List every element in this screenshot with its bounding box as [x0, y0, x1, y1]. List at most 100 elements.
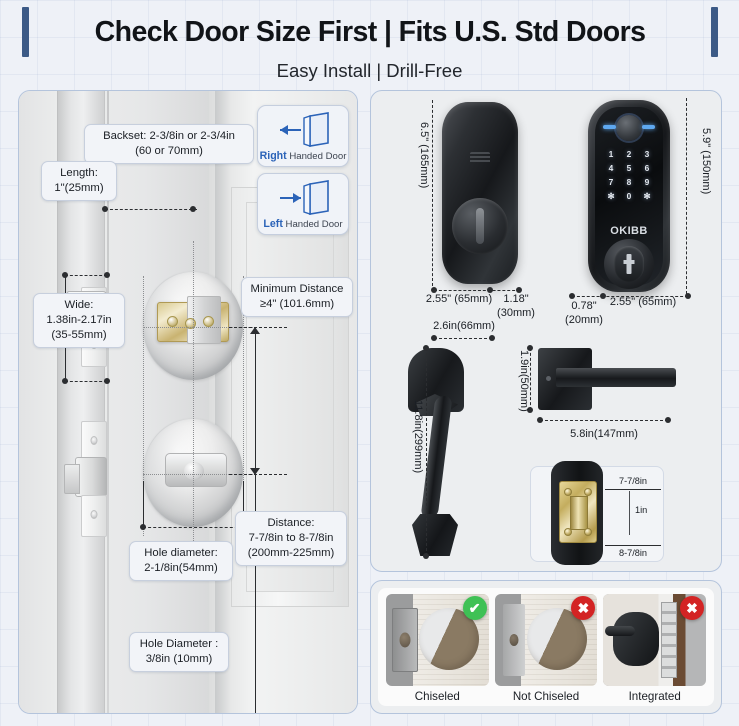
knob-cylinder — [165, 453, 227, 487]
left-arrow-icon — [258, 112, 348, 148]
keypad-key-8[interactable]: 8 — [626, 177, 632, 187]
callout-small-hole-diameter: Hole Diameter : 3/8in (10mm) — [129, 632, 229, 672]
bore-hole-icon — [509, 634, 519, 646]
dimension-dot — [190, 206, 196, 212]
dimension-dot — [431, 287, 437, 293]
fingerprint-icon[interactable] — [616, 115, 642, 141]
dimension-dot — [489, 335, 495, 341]
rear-height-label: 6.5" (165mm) — [418, 122, 430, 189]
dimension-dot — [104, 272, 110, 278]
comparison-item-chiseled[interactable]: ✔ Chiseled — [386, 594, 489, 703]
keypad[interactable]: 1 2 3 4 5 6 7 8 9 ✻ 0 ✻ — [603, 149, 655, 201]
bore-guide-right — [243, 276, 244, 536]
upper-bore-center-h — [143, 327, 253, 328]
keypad-key-7[interactable]: 7 — [608, 177, 614, 187]
latch-bolt — [64, 457, 107, 497]
backset-dimension-line — [105, 209, 197, 210]
handle-bottom-escutcheon — [412, 514, 458, 556]
min-dist-arrow-bottom — [250, 468, 260, 475]
strike-screw — [564, 528, 572, 536]
mortise-pocket — [392, 608, 418, 672]
strike-screw — [90, 436, 98, 445]
dimension-dot — [487, 287, 493, 293]
bore-dia-ext-right — [243, 481, 244, 527]
left-handed-door-badge[interactable]: Left Handed Door — [257, 173, 349, 235]
strike-screw — [90, 510, 98, 519]
multipoint-lock-strip — [660, 602, 677, 678]
not-chiseled-image: ✖ — [494, 594, 598, 686]
dimension-dot — [423, 345, 429, 351]
check-icon: ✔ — [462, 596, 487, 620]
key-cylinder-housing — [604, 239, 654, 289]
door-prep-comparison-panel: ✔ Chiseled ✖ Not Chiseled ✖ Integra — [370, 580, 722, 714]
callout-distance: Distance: 7-7/8in to 8-7/8in (200mm-225m… — [235, 511, 347, 566]
casing-shadow — [215, 91, 231, 713]
keypad-key-2[interactable]: 2 — [626, 149, 632, 159]
thumb-turn — [452, 198, 508, 254]
min-dist-arrow-top — [250, 327, 260, 334]
latch-screw-hole — [203, 316, 214, 327]
rear-width-main-label: 2.55" (65mm) — [425, 293, 493, 305]
page-title: Check Door Size First | Fits U.S. Std Do… — [94, 15, 646, 48]
dimension-dot — [527, 407, 533, 413]
right-arrow-icon — [258, 180, 348, 216]
lever-handle-graphic — [538, 348, 678, 412]
right-handed-label: Right Handed Door — [258, 150, 348, 162]
integrated-lever-handle — [605, 612, 660, 666]
handle-height-label: 11.8in(299mm) — [412, 400, 424, 474]
lever-arm — [556, 368, 676, 387]
keypad-key-4[interactable]: 4 — [608, 163, 614, 173]
length-dimension-line — [65, 275, 107, 276]
keypad-key-9[interactable]: 9 — [644, 177, 650, 187]
dimension-dot — [665, 417, 671, 423]
callout-length: Length: 1"(25mm) — [41, 161, 117, 201]
inset-middle-label: 1in — [635, 505, 648, 515]
lever-length-dim-line — [540, 420, 668, 421]
bore-hole-icon — [399, 632, 411, 648]
comparison-item-not-chiseled[interactable]: ✖ Not Chiseled — [494, 594, 598, 703]
front-width-label: 2.55" (65mm) — [609, 296, 677, 308]
thumb-turn-slot — [476, 208, 484, 244]
keypad-key-✻[interactable]: ✻ — [607, 191, 615, 201]
dimension-dot — [104, 378, 110, 384]
rear-height-dim-line — [432, 100, 433, 286]
strike-bar — [570, 496, 588, 530]
lower-bore-center-h — [143, 474, 253, 475]
wide-dimension-line — [65, 381, 107, 382]
comparison-item-integrated[interactable]: ✖ Integrated — [603, 594, 707, 703]
keypad-key-6[interactable]: 6 — [644, 163, 650, 173]
door-diagram-panel: Backset: 2-3/8in or 2-3/4in (60 or 70mm)… — [18, 90, 358, 714]
dimension-dot — [516, 287, 522, 293]
bore-dia-ext-left — [143, 481, 144, 527]
keypad-key-✻[interactable]: ✻ — [643, 191, 651, 201]
handle-width-dim-line — [434, 338, 492, 339]
rear-width-dim-line — [434, 290, 520, 291]
keypad-key-1[interactable]: 1 — [608, 149, 614, 159]
rear-width-depth-label: 1.18" (30mm) — [497, 293, 535, 319]
page-subtitle: Easy Install | Drill-Free — [276, 60, 463, 81]
dimension-dot — [431, 335, 437, 341]
bore-diameter-line — [143, 527, 243, 528]
handle-height-dim-line — [426, 348, 427, 556]
dimension-dot — [102, 206, 108, 212]
left-handed-strong: Left — [263, 218, 283, 230]
dimension-dot — [600, 293, 606, 299]
keypad-key-5[interactable]: 5 — [626, 163, 632, 173]
lever-rose-height-dim-line — [530, 348, 531, 410]
rear-logo-icon — [470, 152, 490, 164]
title-row: Check Door Size First | Fits U.S. Std Do… — [22, 6, 718, 58]
not-chiseled-label: Not Chiseled — [512, 690, 580, 703]
integrated-image: ✖ — [603, 594, 707, 686]
keypad-key-0[interactable]: 0 — [626, 191, 632, 201]
keypad-key-3[interactable]: 3 — [644, 149, 650, 159]
dimension-dot — [62, 378, 68, 384]
inset-rule-top — [605, 489, 661, 490]
min-distance-line — [255, 331, 256, 471]
accent-bar-left — [22, 7, 29, 57]
right-handed-door-badge[interactable]: Right Handed Door — [257, 105, 349, 167]
dimension-dot — [537, 417, 543, 423]
cross-icon: ✖ — [571, 596, 596, 620]
dimension-dot — [527, 345, 533, 351]
lever-rose-height-label: 1.9in(50mm) — [518, 350, 530, 412]
